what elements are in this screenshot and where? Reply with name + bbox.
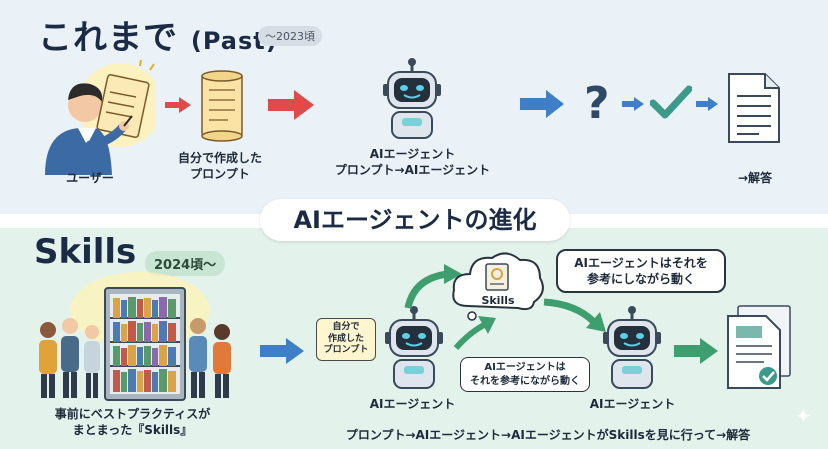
arrow-right-icon xyxy=(622,97,644,111)
prompt-label-line1: 自分で作成した xyxy=(177,151,262,165)
speech-bubble-middle-line1: AIエージェントは xyxy=(484,362,566,373)
agent-label: AIエージェント プロンプト→AIエージェント xyxy=(300,146,525,178)
speech-bubble-middle-line2: それを参考にながら動く xyxy=(470,375,580,387)
arrow-right-icon xyxy=(268,90,314,120)
speech-bubble-top-line1: AIエージェントはそれを xyxy=(574,256,708,270)
prompt-label: 自分で作成した プロンプト xyxy=(160,150,280,182)
speech-bubble-top: AIエージェントはそれを 参考にしながら動く xyxy=(556,249,726,294)
speech-bubble-top-line2: 参考にしながら動く xyxy=(586,272,695,287)
team-label-line1: 事前にベストプラクティスが xyxy=(54,407,211,421)
arrow-right-icon xyxy=(696,97,718,111)
arrow-right-icon xyxy=(674,338,718,364)
answer-label: →解答 xyxy=(737,171,773,185)
scroll-document-icon xyxy=(201,70,243,142)
skills-title: Skills xyxy=(34,232,137,272)
robot-icon xyxy=(385,306,443,389)
document-icon xyxy=(728,73,780,143)
prompt-note-line3: プロンプト xyxy=(323,345,369,356)
user-label: ユーザー xyxy=(66,171,114,185)
team-bookshelf-illustration xyxy=(39,272,231,401)
past-title: これまで (Past) xyxy=(38,10,278,59)
document-check-icon xyxy=(727,305,791,389)
prompt-note-line1: 自分で xyxy=(332,322,360,332)
robot-icon xyxy=(603,306,661,389)
cloud-label: Skills xyxy=(481,294,515,307)
curved-arrow-icon xyxy=(453,316,496,350)
agent-label-line2: プロンプト→AIエージェント xyxy=(334,163,491,178)
check-mark-icon xyxy=(650,85,692,119)
skills-cloud xyxy=(452,252,544,321)
arrow-right-icon xyxy=(165,97,191,113)
prompt-note-line2: 作成した xyxy=(327,333,364,344)
curved-arrow-icon xyxy=(404,264,462,309)
agent-left-label: AIエージェント xyxy=(369,397,456,411)
skills-badge: 2024頃～ xyxy=(145,251,226,276)
past-title-main: これまで xyxy=(38,18,178,58)
curved-arrow-icon xyxy=(543,298,606,332)
question-mark-icon: ? xyxy=(584,78,610,129)
speech-bubble-middle: AIエージェントは それを参考にながら動く xyxy=(460,357,590,392)
agent-label-line1: AIエージェント xyxy=(369,147,456,161)
team-label: 事前にベストプラクティスが まとまった『Skills』 xyxy=(20,406,245,438)
sparkle-icon: ✦ xyxy=(795,404,812,428)
evolution-banner: AIエージェントの進化 xyxy=(260,199,570,241)
arrow-right-icon xyxy=(520,90,564,118)
arrow-right-icon xyxy=(260,338,304,364)
past-badge: ～2023頃 xyxy=(258,26,322,46)
team-label-line2: まとまった『Skills』 xyxy=(72,423,193,438)
robot-icon xyxy=(383,58,441,139)
prompt-label-line2: プロンプト xyxy=(190,167,250,182)
prompt-note: 自分で 作成した プロンプト xyxy=(316,318,376,362)
skills-flow-label: プロンプト→AIエージェント→AIエージェントがSkillsを見に行って→解答 xyxy=(345,428,751,442)
user-with-scroll-illustration xyxy=(45,60,155,175)
agent-right-label: AIエージェント xyxy=(589,397,676,411)
